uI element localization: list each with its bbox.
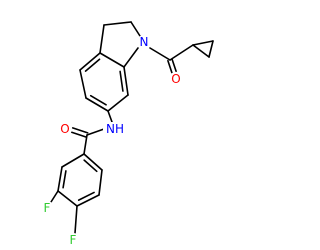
bond-ch2-c3a [99, 24, 105, 54]
molecule-structure: O N O NH F F [40, 21, 214, 247]
bond-indoline-arene-inner-1 [84, 58, 101, 72]
bond-fluoroarene-inner-1 [83, 159, 98, 173]
bond-n-ch2 [130, 21, 141, 37]
bond-carbonyl-benzoyl [83, 134, 88, 155]
atom-n-amide-h: NH [103, 122, 127, 136]
bond-indoline-arene-2 [79, 52, 101, 71]
bonds [50, 21, 214, 234]
atom-f-para: F [66, 233, 80, 247]
bond-indoline-arene-4 [85, 97, 109, 112]
bond-indoline-arene-5 [107, 94, 129, 112]
bond-amide-c-o-b [70, 131, 88, 138]
bond-indoline-arene-inner-2 [89, 94, 107, 106]
bond-cyclopropyl-3 [192, 44, 210, 58]
atom-n-amide-h-label: NH [106, 122, 124, 136]
bond-fluoroarene-2 [98, 169, 103, 196]
bond-fluoroarene-6 [61, 153, 85, 168]
bond-fluoroarene-4 [57, 190, 78, 207]
bond-c-f-para [74, 205, 78, 234]
atom-o-cyclopropyl-carbonyl: O [169, 72, 183, 86]
bond-carbonyl-o-b [171, 58, 177, 73]
bond-indoline-arene-6 [123, 66, 129, 96]
atom-o-cyclopropyl-carbonyl-label: O [171, 72, 180, 86]
bond-cyclopropyl-carbonyl [169, 44, 194, 61]
bond-carbonyl-n [149, 47, 171, 61]
bond-indoline-arene-inner-3 [119, 70, 124, 92]
bond-fluoroarene-5 [57, 166, 63, 192]
bond-fluoroarene-inner-2 [77, 191, 95, 201]
atom-f-para-label: F [70, 233, 77, 247]
bond-indoline-arene-3 [79, 69, 87, 99]
atom-f-meta: F [40, 201, 54, 215]
bond-cyclopropyl-1 [192, 40, 214, 46]
bond-amide-c-o-a [71, 127, 89, 134]
atom-labels: O N O NH F F [40, 35, 183, 247]
bond-c-f-meta [50, 190, 59, 203]
bond-n-c7a [123, 47, 139, 68]
atom-f-meta-label: F [44, 201, 51, 215]
bond-cyclopropyl-2 [208, 40, 214, 58]
bond-ch2-ch2 [103, 21, 132, 26]
bond-fluoroarene-inner-3 [62, 170, 67, 189]
bond-fluoroarene-1 [83, 153, 103, 171]
bond-nh-carbonyl [86, 128, 105, 136]
atom-n-indoline: N [137, 35, 151, 49]
bond-fluoroarene-3 [76, 194, 100, 207]
bond-indoline-arene-1 [99, 52, 125, 68]
atom-o-amide-label: O [60, 122, 69, 136]
atom-o-amide: O [58, 122, 72, 136]
bond-carbonyl-o-a [167, 59, 173, 74]
bond-arene-nh [107, 110, 113, 123]
atom-n-indoline-label: N [140, 35, 149, 49]
